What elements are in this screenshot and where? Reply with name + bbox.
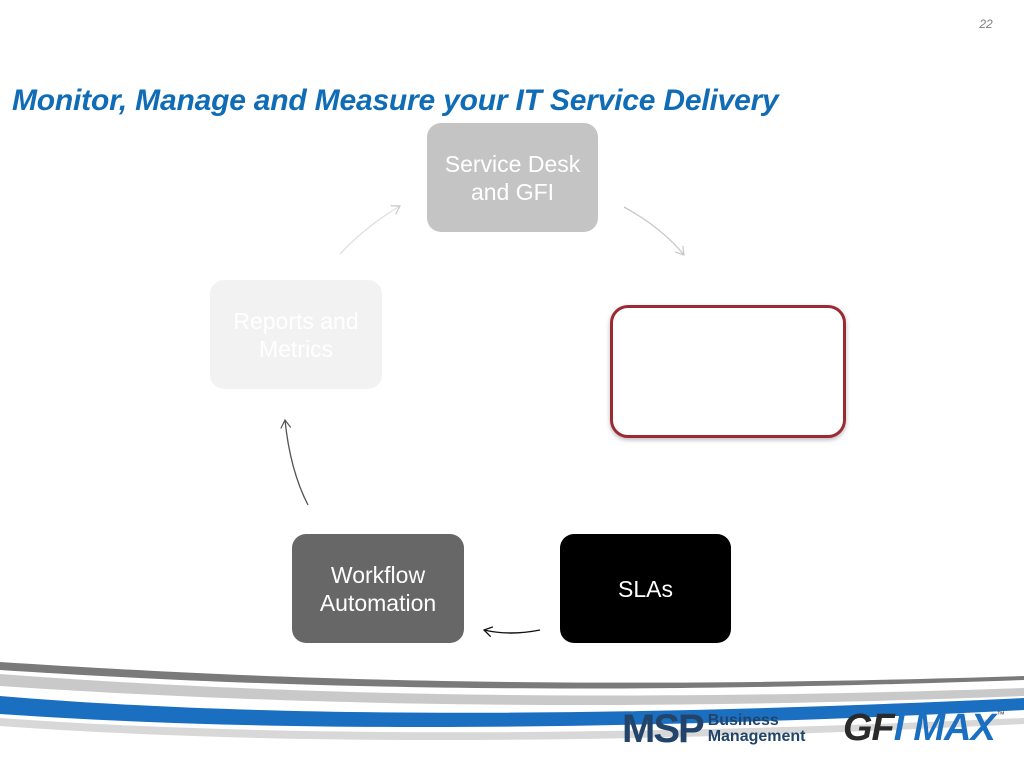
trademark-symbol: ™: [996, 710, 1005, 719]
node-service-desk: Service Desk and GFI: [427, 123, 598, 232]
slide-title: Monitor, Manage and Measure your IT Serv…: [12, 84, 779, 117]
msp-logo-line2: Management: [707, 728, 806, 745]
node-slas: SLAs: [560, 534, 731, 643]
msp-logo-words: Business Management: [708, 713, 806, 745]
gfi-logo-part3: MAX: [913, 707, 995, 749]
arrow-reports-to-service: [339, 205, 401, 255]
node-service-desk-label: Service Desk and GFI: [444, 150, 581, 205]
node-slas-label: SLAs: [618, 575, 673, 602]
node-reports-metrics: Reports and Metrics: [210, 280, 382, 389]
gfi-logo-part2: I: [893, 707, 905, 749]
msp-logo-mark: MSP: [622, 707, 705, 751]
node-reports-metrics-label: Reports and Metrics: [233, 307, 359, 362]
page-number: 22: [979, 17, 993, 31]
node-workflow-automation-label: Workflow Automation: [319, 561, 437, 616]
gfi-logo-part1: GF: [843, 707, 895, 749]
node-workflow-automation: Workflow Automation: [292, 534, 464, 643]
msp-business-management-logo: MSP Business Management: [622, 708, 805, 750]
footer-swoosh: [0, 662, 1024, 741]
node-highlighted-empty: [610, 305, 846, 438]
arrow-service-to-highlight: [623, 206, 685, 256]
arrow-workflow-to-reports: [280, 418, 309, 506]
gfi-max-logo: GF I MAX ™: [843, 706, 1005, 750]
msp-logo-line1: Business: [707, 712, 779, 729]
arrow-slas-to-workflow: [482, 626, 541, 638]
